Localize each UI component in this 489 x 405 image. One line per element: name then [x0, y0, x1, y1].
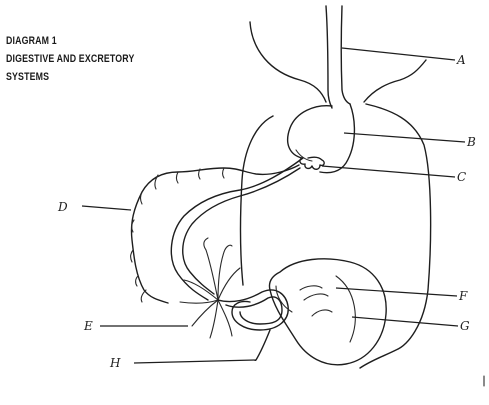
label-h: H [109, 356, 121, 370]
label-c: C [457, 170, 466, 184]
mesenteric-vessels [180, 238, 240, 338]
leader-line-d [82, 206, 131, 210]
label-e: E [83, 319, 93, 333]
label-a: A [456, 53, 466, 67]
leader-line-c [322, 166, 455, 177]
oesophagus [326, 6, 350, 108]
leader-line-a [342, 48, 455, 60]
pyloric-sphincter [300, 157, 324, 169]
label-f: F [458, 289, 468, 303]
leader-line-h [134, 360, 256, 363]
small-intestine [171, 158, 303, 300]
body-outline [241, 22, 431, 368]
kidney [269, 259, 386, 365]
label-g: G [460, 319, 470, 333]
label-d: D [57, 200, 68, 214]
leader-line-f [336, 288, 457, 296]
leader-lines [82, 48, 465, 363]
label-b: B [466, 135, 476, 149]
leader-line-g [352, 317, 458, 326]
leader-line-b [344, 133, 465, 142]
